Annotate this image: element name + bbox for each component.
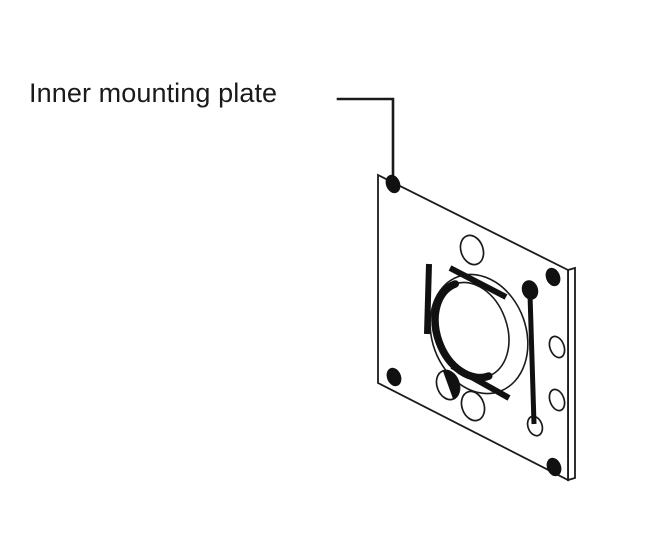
clamp-bars bbox=[424, 263, 511, 401]
clamp-bar-left-vertical bbox=[424, 263, 432, 335]
hole-right-lower bbox=[548, 388, 566, 412]
bolt-hole-shading bbox=[442, 370, 460, 400]
open-holes bbox=[459, 234, 566, 437]
clamp-bar-upper-diagonal bbox=[448, 265, 508, 300]
callout-label-inner-mounting-plate: Inner mounting plate bbox=[29, 78, 278, 108]
rod-shaft bbox=[527, 293, 537, 425]
hole-upper-center bbox=[459, 234, 485, 266]
callout-leader-line bbox=[336, 97, 395, 183]
rod-head bbox=[521, 280, 539, 300]
plate-thickness-edge bbox=[567, 266, 576, 482]
leader-polyline bbox=[336, 97, 395, 183]
retaining-rod bbox=[521, 280, 539, 425]
clamp-bar-lower-diagonal bbox=[450, 363, 511, 401]
central-aperture bbox=[429, 273, 529, 395]
corner-hole-bottom-left bbox=[386, 367, 402, 387]
corner-hole-top-right bbox=[545, 267, 561, 287]
hole-lower-center bbox=[460, 390, 486, 422]
corner-holes bbox=[385, 174, 562, 477]
corner-hole-top-left bbox=[385, 174, 401, 194]
hole-right-upper bbox=[548, 335, 566, 359]
corner-hole-bottom-right bbox=[546, 457, 562, 477]
hole-lower-left-bolt bbox=[435, 369, 461, 401]
